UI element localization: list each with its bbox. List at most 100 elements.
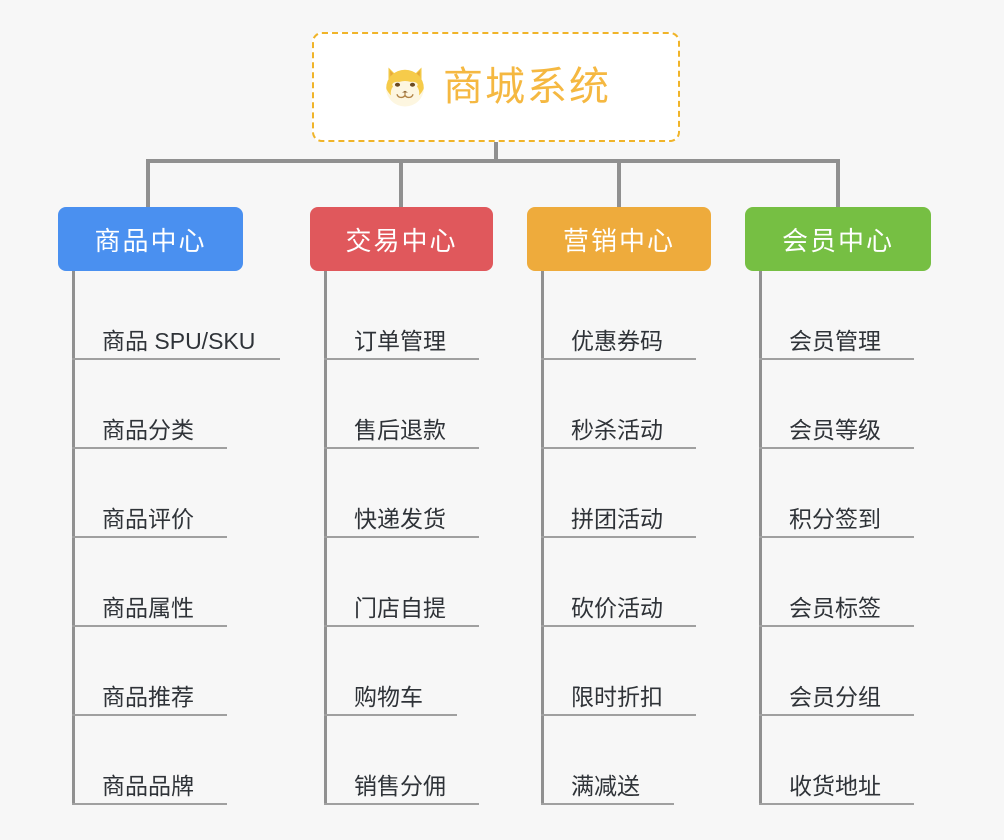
leaf-item-underline — [759, 625, 914, 627]
leaf-item-underline — [541, 714, 696, 716]
leaf-item-underline — [759, 803, 914, 805]
leaf-item-underline — [324, 536, 479, 538]
category-header-4[interactable]: 会员中心 — [745, 207, 931, 271]
category-label: 营销中心 — [562, 225, 675, 256]
leaf-item-underline — [324, 358, 479, 360]
leaf-item-underline — [759, 358, 914, 360]
leaf-item-label: 会员标签 — [789, 594, 881, 621]
leaf-item[interactable]: 商品推荐 — [58, 627, 243, 716]
leaf-item[interactable]: 会员等级 — [745, 360, 931, 449]
leaf-item[interactable]: 门店自提 — [310, 538, 493, 627]
leaf-item[interactable]: 砍价活动 — [527, 538, 711, 627]
leaf-item-label: 购物车 — [354, 683, 423, 710]
category-column-4: 会员中心会员管理会员等级积分签到会员标签会员分组收货地址 — [745, 207, 931, 805]
leaf-item-label: 积分签到 — [789, 505, 881, 532]
leaf-item[interactable]: 商品评价 — [58, 449, 243, 538]
leaf-item-underline — [324, 625, 479, 627]
leaf-item-underline — [72, 714, 227, 716]
leaf-list-1: 商品 SPU/SKU 商品分类商品评价商品属性商品推荐商品品牌 — [58, 271, 280, 805]
leaf-spine — [72, 271, 75, 805]
leaf-item-underline — [759, 714, 914, 716]
leaf-list-2: 订单管理售后退款快递发货门店自提购物车销售分佣 — [310, 271, 493, 805]
leaf-item[interactable]: 订单管理 — [310, 271, 493, 360]
category-label: 商品中心 — [94, 225, 207, 256]
leaf-item-underline — [541, 625, 696, 627]
category-column-1: 商品中心商品 SPU/SKU 商品分类商品评价商品属性商品推荐商品品牌 — [58, 207, 280, 805]
leaf-item-underline — [541, 447, 696, 449]
category-header-1[interactable]: 商品中心 — [58, 207, 243, 271]
leaf-item[interactable]: 满减送 — [527, 716, 711, 805]
leaf-item[interactable]: 秒杀活动 — [527, 360, 711, 449]
leaf-item-underline — [324, 803, 479, 805]
leaf-item-label: 会员分组 — [789, 683, 881, 710]
leaf-item-underline — [72, 358, 280, 360]
leaf-item[interactable]: 快递发货 — [310, 449, 493, 538]
leaf-item-underline — [759, 447, 914, 449]
leaf-item-label: 砍价活动 — [571, 594, 663, 621]
leaf-spine — [324, 271, 327, 805]
leaf-item-label: 限时折扣 — [571, 683, 663, 710]
leaf-item-label: 商品品牌 — [102, 772, 194, 799]
leaf-item-underline — [541, 803, 674, 805]
category-column-3: 营销中心优惠券码秒杀活动拼团活动砍价活动限时折扣满减送 — [527, 207, 711, 805]
leaf-item-underline — [541, 536, 696, 538]
leaf-item-underline — [541, 358, 696, 360]
leaf-item-label: 商品分类 — [102, 416, 194, 443]
leaf-item-label: 售后退款 — [354, 416, 446, 443]
leaf-item[interactable]: 商品属性 — [58, 538, 243, 627]
leaf-item-underline — [72, 536, 227, 538]
leaf-item-label: 拼团活动 — [571, 505, 663, 532]
leaf-item[interactable]: 商品 SPU/SKU — [58, 271, 280, 360]
leaf-item[interactable]: 限时折扣 — [527, 627, 711, 716]
leaf-item-underline — [324, 447, 479, 449]
leaf-item-label: 秒杀活动 — [571, 416, 663, 443]
leaf-item-label: 门店自提 — [354, 594, 446, 621]
connector-horizontal-bus — [148, 159, 838, 163]
leaf-item[interactable]: 优惠券码 — [527, 271, 711, 360]
leaf-item-label: 收货地址 — [789, 772, 881, 799]
leaf-item[interactable]: 会员分组 — [745, 627, 931, 716]
leaf-item[interactable]: 购物车 — [310, 627, 493, 716]
leaf-item-label: 商品评价 — [102, 505, 194, 532]
leaf-item-label: 优惠券码 — [571, 327, 663, 354]
category-header-2[interactable]: 交易中心 — [310, 207, 493, 271]
leaf-item-label: 商品属性 — [102, 594, 194, 621]
leaf-spine — [759, 271, 762, 805]
leaf-item-underline — [72, 625, 227, 627]
leaf-item[interactable]: 拼团活动 — [527, 449, 711, 538]
leaf-item-label: 销售分佣 — [354, 772, 446, 799]
shiba-dog-face-icon — [386, 67, 424, 107]
leaf-item[interactable]: 收货地址 — [745, 716, 931, 805]
connector-drop-2 — [399, 159, 403, 207]
leaf-item[interactable]: 销售分佣 — [310, 716, 493, 805]
connector-drop-1 — [146, 159, 150, 207]
leaf-list-3: 优惠券码秒杀活动拼团活动砍价活动限时折扣满减送 — [527, 271, 711, 805]
leaf-spine — [541, 271, 544, 805]
root-node[interactable]: 商城系统 — [312, 32, 680, 142]
leaf-item-label: 商品推荐 — [102, 683, 194, 710]
leaf-item-label: 满减送 — [571, 772, 640, 799]
leaf-item[interactable]: 商品品牌 — [58, 716, 243, 805]
connector-drop-3 — [617, 159, 621, 207]
category-header-3[interactable]: 营销中心 — [527, 207, 711, 271]
leaf-item[interactable]: 会员标签 — [745, 538, 931, 627]
leaf-item-underline — [759, 536, 914, 538]
leaf-item[interactable]: 会员管理 — [745, 271, 931, 360]
category-label: 会员中心 — [781, 225, 894, 256]
leaf-item[interactable]: 积分签到 — [745, 449, 931, 538]
category-label: 交易中心 — [345, 225, 458, 256]
category-column-2: 交易中心订单管理售后退款快递发货门店自提购物车销售分佣 — [310, 207, 493, 805]
leaf-item[interactable]: 售后退款 — [310, 360, 493, 449]
root-title: 商城系统 — [443, 65, 611, 109]
leaf-item[interactable]: 商品分类 — [58, 360, 243, 449]
leaf-item-label: 会员等级 — [789, 416, 881, 443]
leaf-item-underline — [72, 803, 227, 805]
leaf-item-label: 快递发货 — [354, 505, 446, 532]
leaf-item-label: 会员管理 — [789, 327, 881, 354]
leaf-list-4: 会员管理会员等级积分签到会员标签会员分组收货地址 — [745, 271, 931, 805]
connector-drop-4 — [836, 159, 840, 207]
leaf-item-label: 商品 SPU/SKU — [102, 327, 256, 354]
leaf-item-label: 订单管理 — [354, 327, 446, 354]
connector-root-stem — [494, 142, 498, 163]
